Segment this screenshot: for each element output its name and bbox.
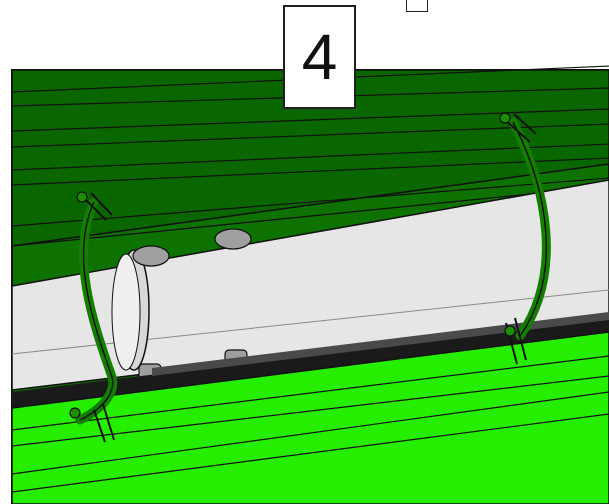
rail-dark [12, 318, 609, 408]
right-clamp-bottom-screw [504, 325, 516, 337]
step-number: 4 [301, 21, 338, 93]
left-clamp-bottom-tab [93, 403, 115, 443]
right-clamp-top-screw [499, 112, 511, 124]
panel-line-7 [11, 177, 609, 227]
small-top-box [406, 0, 428, 12]
right-clamp-outline [512, 121, 548, 337]
panel-line-8 [11, 185, 609, 247]
panel-line-3 [11, 108, 609, 132]
left-clamp-top-screw [76, 191, 88, 203]
lower-line-1 [11, 355, 609, 431]
left-clamp-outline [79, 201, 114, 421]
pipe-coupling-face [111, 253, 141, 371]
step-number-box: 4 [283, 5, 356, 109]
lower-line-3 [11, 391, 609, 475]
panel-line-4 [11, 123, 609, 148]
pipe-shade-line [11, 289, 609, 355]
panel-line-5 [11, 143, 609, 171]
left-clamp-top-tab [85, 192, 113, 221]
right-clamp-top-tab [504, 113, 537, 143]
left-clamp-bottom-screw [69, 407, 81, 419]
lower-line-4 [11, 413, 609, 493]
panel-line-6 [11, 157, 609, 186]
knob-right [214, 228, 252, 250]
knob-left [132, 245, 170, 267]
rail-texture [152, 312, 609, 376]
